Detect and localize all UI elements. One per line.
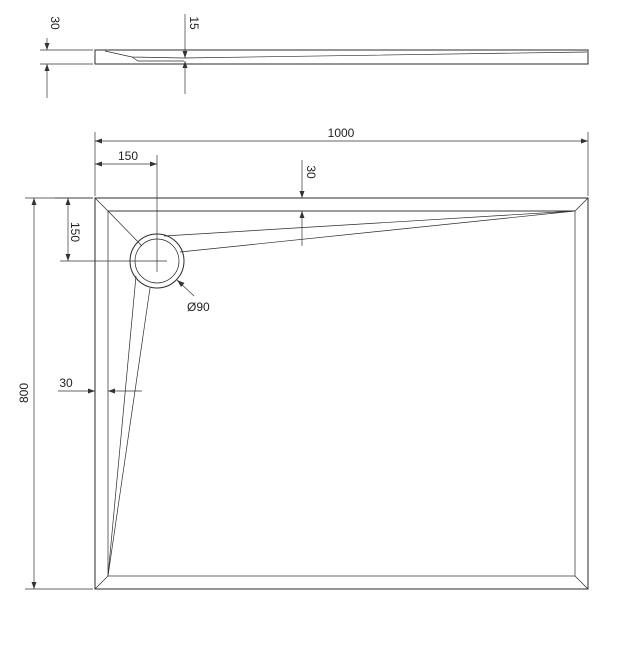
side-height-arrowhead-top xyxy=(44,43,50,50)
width-label: 1000 xyxy=(328,126,355,140)
drain-x-arrowhead-left xyxy=(95,161,102,167)
side-drain-label: 15 xyxy=(187,16,201,30)
side-profile-view: 30 15 xyxy=(40,14,589,98)
side-drain-arrowhead-top xyxy=(182,51,188,58)
rim-depth-label: 30 xyxy=(304,165,318,179)
drain-x-label: 150 xyxy=(118,149,138,163)
left-rim-arrowhead-left xyxy=(88,388,95,394)
ridge-top-2 xyxy=(179,210,576,253)
side-profile-drain-step xyxy=(131,56,184,62)
ridge-left-1 xyxy=(107,275,137,577)
plan-view xyxy=(60,155,589,590)
ridge-left-2 xyxy=(107,287,151,577)
width-arrowhead-right xyxy=(581,138,588,144)
drain-diameter-arrowhead xyxy=(177,280,185,287)
length-arrowhead-top xyxy=(31,198,37,205)
drain-y-label: 150 xyxy=(68,222,82,242)
tray-outer-outline xyxy=(94,197,589,590)
corner-bottom-left xyxy=(94,575,109,590)
side-profile-slope xyxy=(104,50,588,59)
rim-depth-arrowhead-bottom xyxy=(299,211,305,218)
width-arrowhead-left xyxy=(95,138,102,144)
ridge-corner xyxy=(107,210,143,247)
length-arrowhead-bottom xyxy=(31,582,37,589)
length-label: 800 xyxy=(17,383,31,403)
plan-dimensions: 1000 150 150 30 30 800 Ø90 xyxy=(17,126,589,590)
side-profile-outline xyxy=(94,49,589,65)
left-rim-arrowhead-right xyxy=(108,388,115,394)
drain-x-arrowhead-right xyxy=(150,161,157,167)
side-height-arrowhead-bottom xyxy=(44,64,50,71)
corner-bottom-right xyxy=(574,575,589,590)
tray-inner-rim xyxy=(107,210,576,577)
side-drain-arrowhead-bottom xyxy=(182,61,188,68)
drain-diameter-label: Ø90 xyxy=(187,300,210,314)
rim-depth-arrowhead-top xyxy=(299,191,305,198)
ridge-top-1 xyxy=(163,210,576,237)
side-height-label: 30 xyxy=(48,16,62,30)
drain-y-arrowhead-top xyxy=(65,198,71,205)
left-rim-label: 30 xyxy=(59,376,73,390)
corner-top-left xyxy=(94,197,109,212)
drain-y-arrowhead-bottom xyxy=(65,254,71,261)
corner-top-right xyxy=(574,197,589,212)
